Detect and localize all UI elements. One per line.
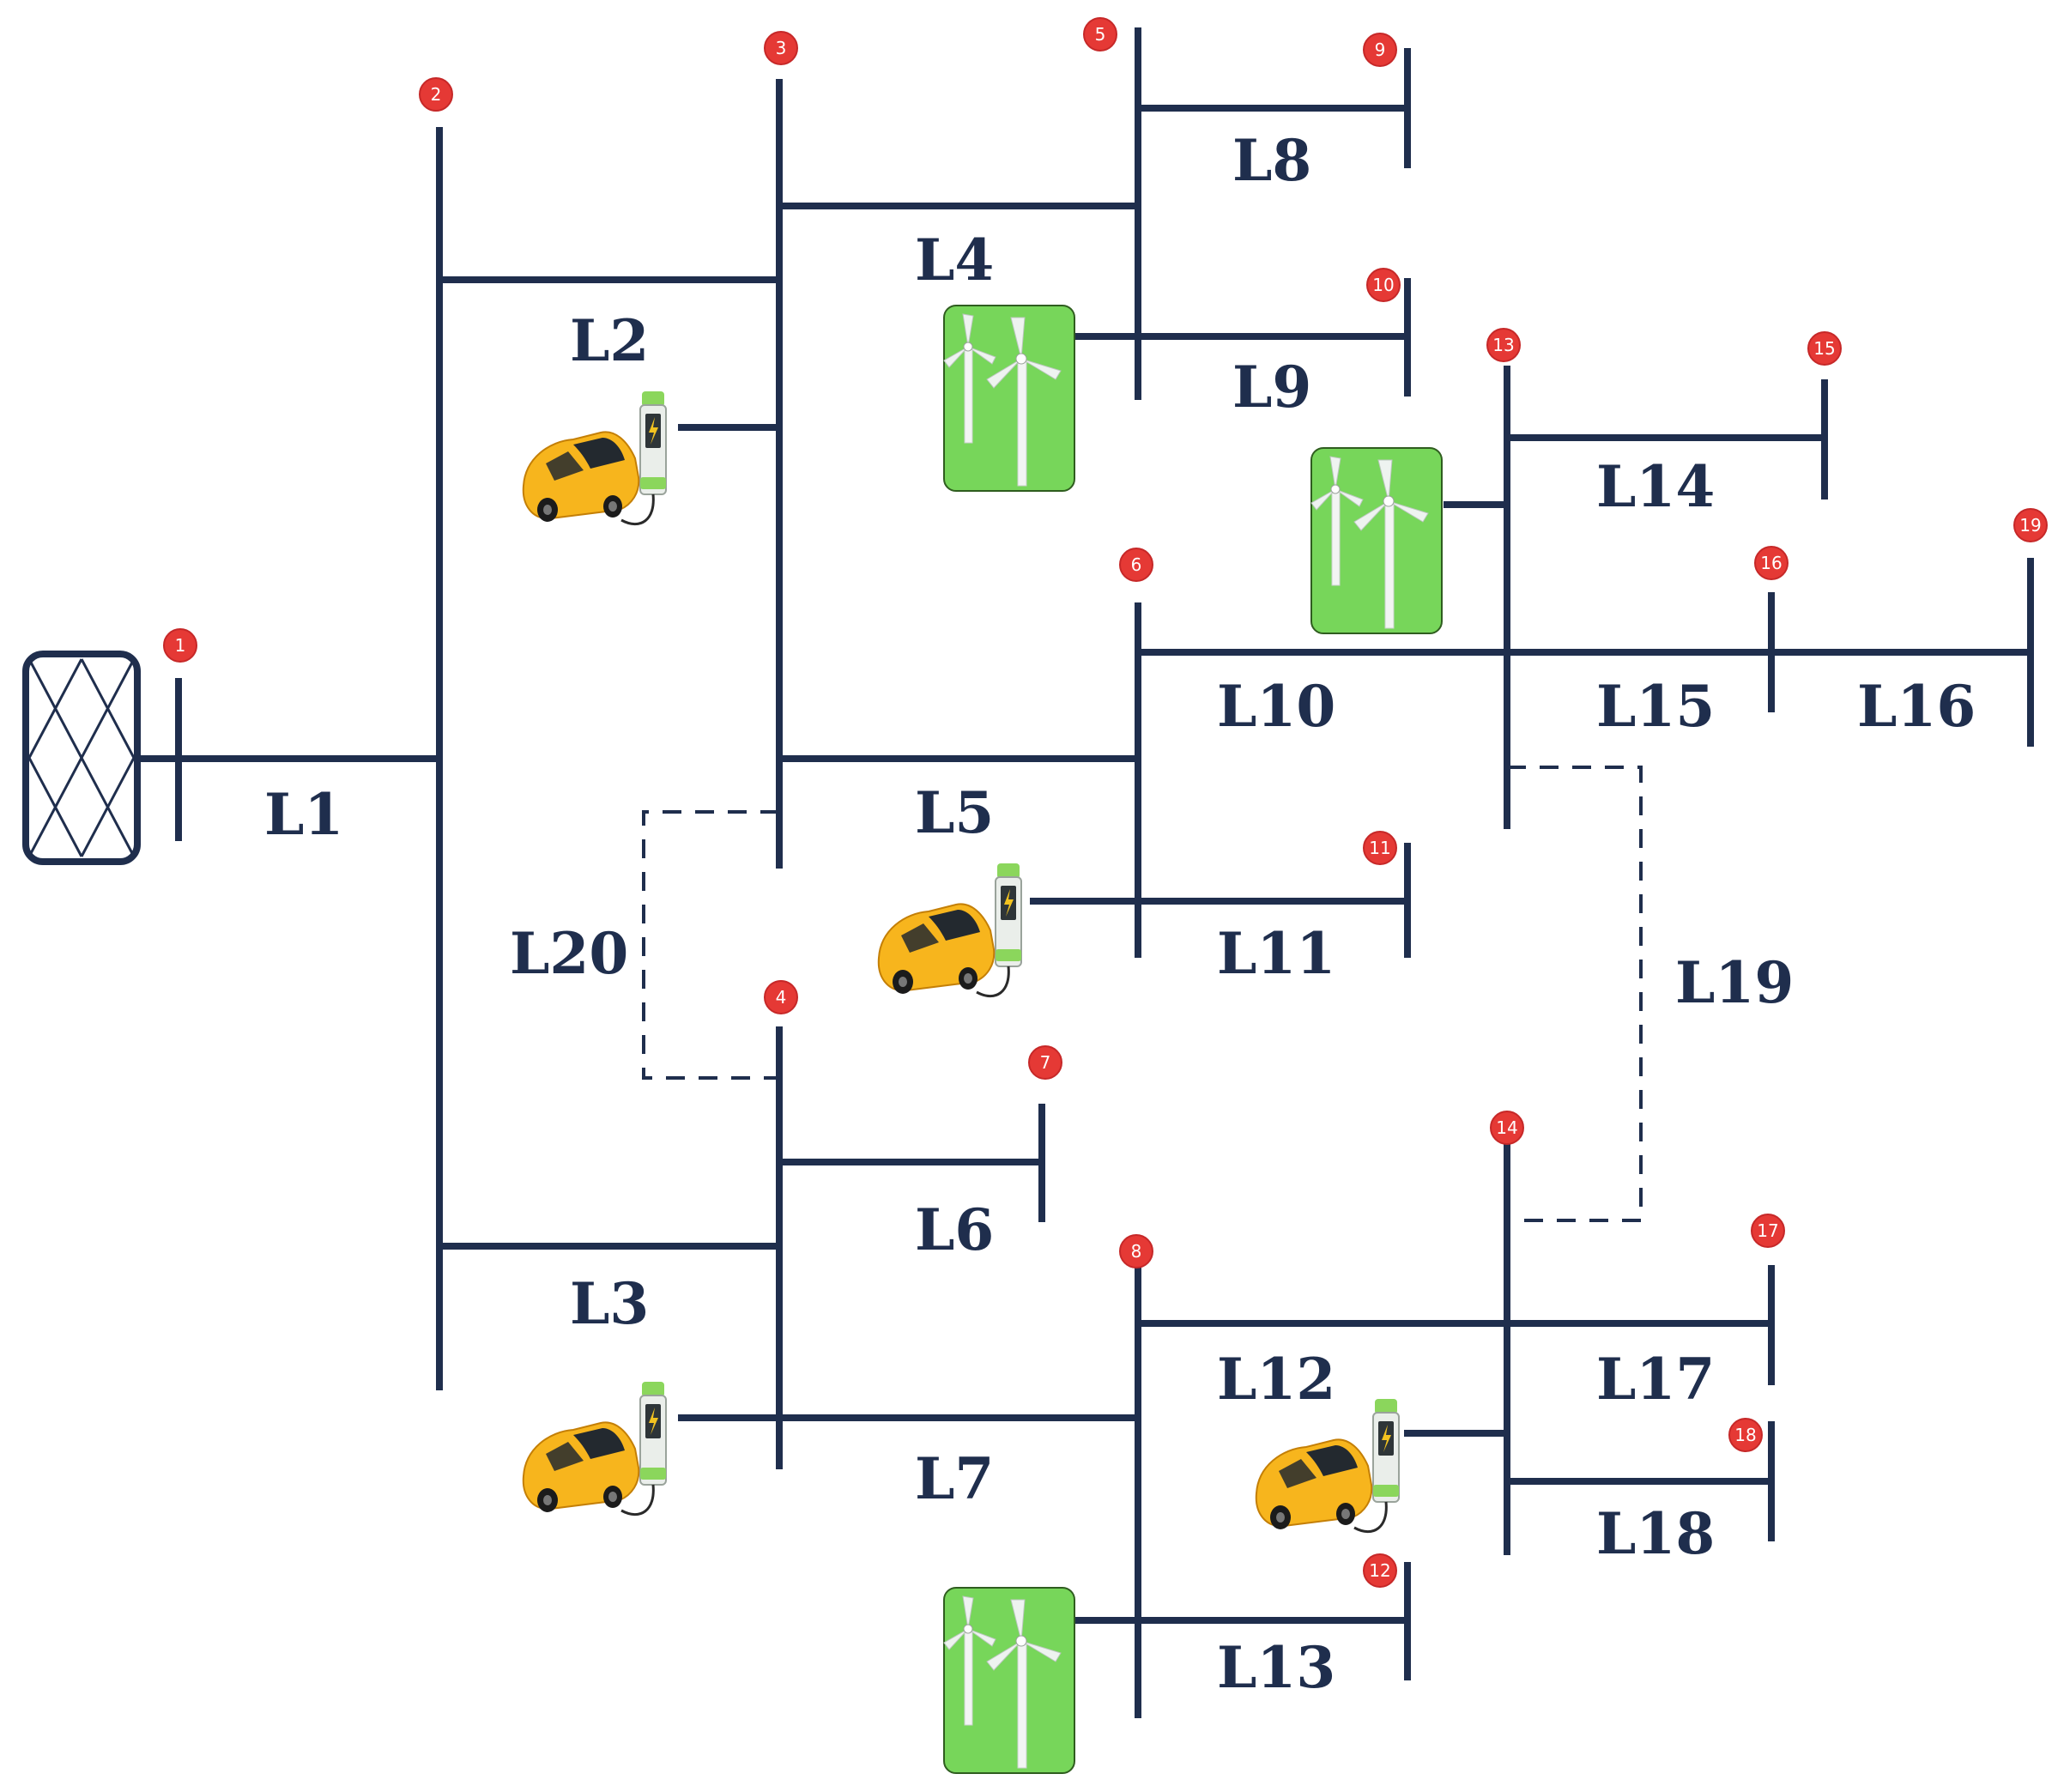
svg-text:13: 13 — [1492, 335, 1514, 355]
svg-text:17: 17 — [1757, 1220, 1778, 1241]
label-L17: L17 — [1596, 1346, 1715, 1413]
node-marker-7: 7 — [1028, 1045, 1062, 1080]
svg-text:12: 12 — [1369, 1560, 1390, 1581]
node-marker-4: 4 — [764, 980, 798, 1014]
svg-text:18: 18 — [1734, 1425, 1756, 1445]
node-marker-19: 19 — [2013, 508, 2048, 542]
node-marker-5: 5 — [1083, 17, 1117, 51]
node-marker-15: 15 — [1807, 331, 1842, 366]
label-L15: L15 — [1596, 673, 1715, 740]
node-marker-12: 12 — [1363, 1553, 1397, 1588]
label-L16: L16 — [1857, 673, 1976, 740]
tie-lines — [642, 766, 1643, 1222]
tie-line-L20 — [642, 810, 779, 1080]
tie-line-L19 — [1507, 766, 1643, 1222]
svg-text:4: 4 — [776, 987, 787, 1008]
label-L1: L1 — [264, 781, 343, 848]
label-L10: L10 — [1217, 673, 1335, 740]
svg-text:19: 19 — [2019, 515, 2041, 536]
svg-text:14: 14 — [1496, 1117, 1517, 1138]
ev-charging-station-3 — [522, 1380, 779, 1517]
label-L9: L9 — [1232, 354, 1311, 421]
ev-charging-station-4 — [1255, 1397, 1507, 1534]
node-marker-3: 3 — [764, 31, 798, 65]
label-L19: L19 — [1675, 949, 1794, 1016]
label-L7: L7 — [915, 1445, 994, 1512]
label-L4: L4 — [915, 227, 994, 294]
label-L14: L14 — [1596, 453, 1715, 520]
svg-text:11: 11 — [1369, 838, 1390, 858]
svg-text:2: 2 — [431, 84, 442, 105]
node-marker-9: 9 — [1363, 33, 1397, 67]
ev-charging-station-2 — [877, 862, 1138, 998]
node-marker-8: 8 — [1119, 1234, 1153, 1268]
label-L12: L12 — [1217, 1346, 1335, 1413]
label-L6: L6 — [915, 1196, 994, 1263]
branch-lines — [179, 105, 2031, 1624]
label-L8: L8 — [1232, 127, 1311, 194]
node-marker-17: 17 — [1751, 1214, 1785, 1248]
label-L20: L20 — [510, 920, 628, 987]
node-marker-18: 18 — [1728, 1418, 1763, 1452]
svg-text:10: 10 — [1372, 275, 1394, 295]
line-labels: L1 L2 L3 L4 L5 L6 L7 L8 L9 L10 L11 L12 L… — [264, 127, 1976, 1701]
label-L3: L3 — [570, 1270, 649, 1337]
svg-text:3: 3 — [776, 38, 787, 58]
svg-text:8: 8 — [1131, 1241, 1142, 1262]
wind-turbine-1 — [943, 305, 1138, 492]
wind-turbine-3 — [943, 1587, 1138, 1774]
svg-text:16: 16 — [1760, 553, 1782, 573]
grid-source-icon — [22, 651, 179, 865]
node-marker-1: 1 — [163, 628, 197, 663]
node-marker-10: 10 — [1366, 268, 1401, 302]
node-marker-14: 14 — [1490, 1111, 1524, 1145]
label-L2: L2 — [570, 307, 649, 374]
label-L11: L11 — [1217, 920, 1335, 987]
svg-text:15: 15 — [1813, 338, 1835, 359]
node-marker-2: 2 — [419, 77, 453, 112]
svg-text:6: 6 — [1131, 554, 1142, 575]
svg-text:5: 5 — [1095, 24, 1106, 45]
node-markers: 1 2 3 4 5 6 7 8 9 10 11 12 13 14 15 16 1… — [163, 17, 2048, 1588]
svg-text:9: 9 — [1375, 39, 1386, 60]
node-marker-13: 13 — [1486, 328, 1521, 362]
svg-text:7: 7 — [1040, 1052, 1051, 1073]
node-marker-11: 11 — [1363, 831, 1397, 865]
ev-charging-station-1 — [522, 390, 779, 526]
node-marker-6: 6 — [1119, 548, 1153, 582]
label-L5: L5 — [915, 779, 994, 846]
label-L18: L18 — [1596, 1500, 1715, 1567]
node-marker-16: 16 — [1754, 546, 1789, 580]
svg-text:1: 1 — [175, 635, 186, 656]
wind-turbine-2 — [1310, 447, 1507, 634]
label-L13: L13 — [1217, 1634, 1335, 1701]
